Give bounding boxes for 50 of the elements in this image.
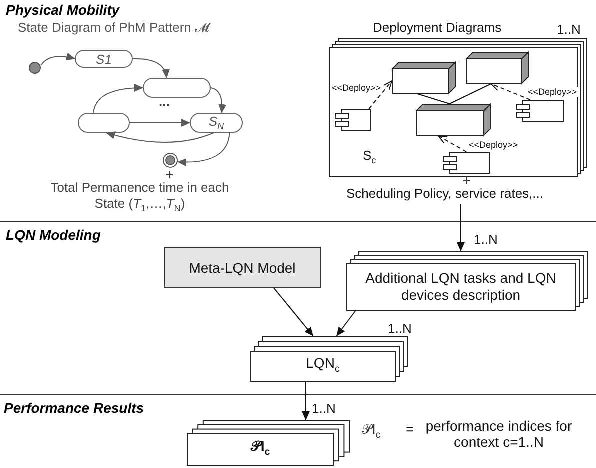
arrow	[273, 288, 314, 336]
multiplicity-label: 1..N	[312, 401, 336, 416]
deployment-node-cube	[416, 104, 491, 136]
section-title: LQN Modeling	[6, 227, 101, 243]
multiplicity-label: 1..N	[557, 22, 581, 37]
state-box: S1	[75, 50, 133, 68]
arrow	[456, 204, 465, 252]
arrow	[302, 382, 310, 420]
plus-sign: +	[166, 167, 174, 182]
component-symbol	[443, 152, 490, 174]
arrow	[178, 132, 230, 166]
edge-label: <<Deploy>>	[527, 87, 578, 97]
plus-sign: +	[463, 173, 471, 188]
dashed-arrow	[438, 136, 467, 152]
equals-sign: =	[406, 421, 414, 437]
arrow	[40, 53, 76, 66]
arrow	[130, 119, 190, 127]
dashed-arrow	[490, 83, 531, 100]
section-title: Performance Results	[4, 400, 144, 416]
arrow	[132, 58, 170, 78]
initial-state-dot	[29, 62, 41, 74]
connector-line	[449, 84, 492, 104]
arrow	[106, 131, 214, 143]
arrow	[93, 84, 144, 114]
state-box: S$_{N}$	[190, 113, 243, 133]
deployment-node-cube	[392, 62, 456, 94]
final-state-dot	[163, 153, 178, 168]
state-box	[143, 78, 211, 98]
multiplicity-label: 1..N	[388, 321, 412, 336]
deployment-node-cube	[466, 52, 529, 84]
component-symbol	[335, 109, 371, 131]
ellipsis: ...	[159, 94, 170, 110]
edge-label: <<Deploy>>	[331, 83, 382, 93]
section-title: Physical Mobility	[6, 2, 120, 18]
note-text: Scheduling Policy, service rates,...	[300, 186, 590, 204]
symbol-label: 𝒫I$_{c}$	[362, 421, 381, 443]
definition-text: performance indices for context c=1..N	[424, 418, 574, 450]
edge-label: <<Deploy>>	[468, 140, 520, 150]
diagram-heading: State Diagram of PhM Pattern 𝓜	[18, 20, 210, 36]
state-box	[78, 113, 130, 133]
model-box: Meta-LQN Model	[164, 247, 321, 288]
dashed-arrow	[368, 80, 392, 110]
frame-label: S$_{c}$	[363, 148, 376, 166]
frame-title: Deployment Diagrams	[373, 20, 502, 35]
component-symbol	[516, 100, 564, 122]
arrow	[210, 88, 226, 114]
arrow	[336, 310, 356, 336]
stacked-diagram-frame	[329, 20, 587, 177]
multiplicity-label: 1..N	[474, 232, 498, 247]
note-text: Total Permanence time in each State (T$_{1}$,…,T$_{N}$)	[50, 180, 230, 214]
